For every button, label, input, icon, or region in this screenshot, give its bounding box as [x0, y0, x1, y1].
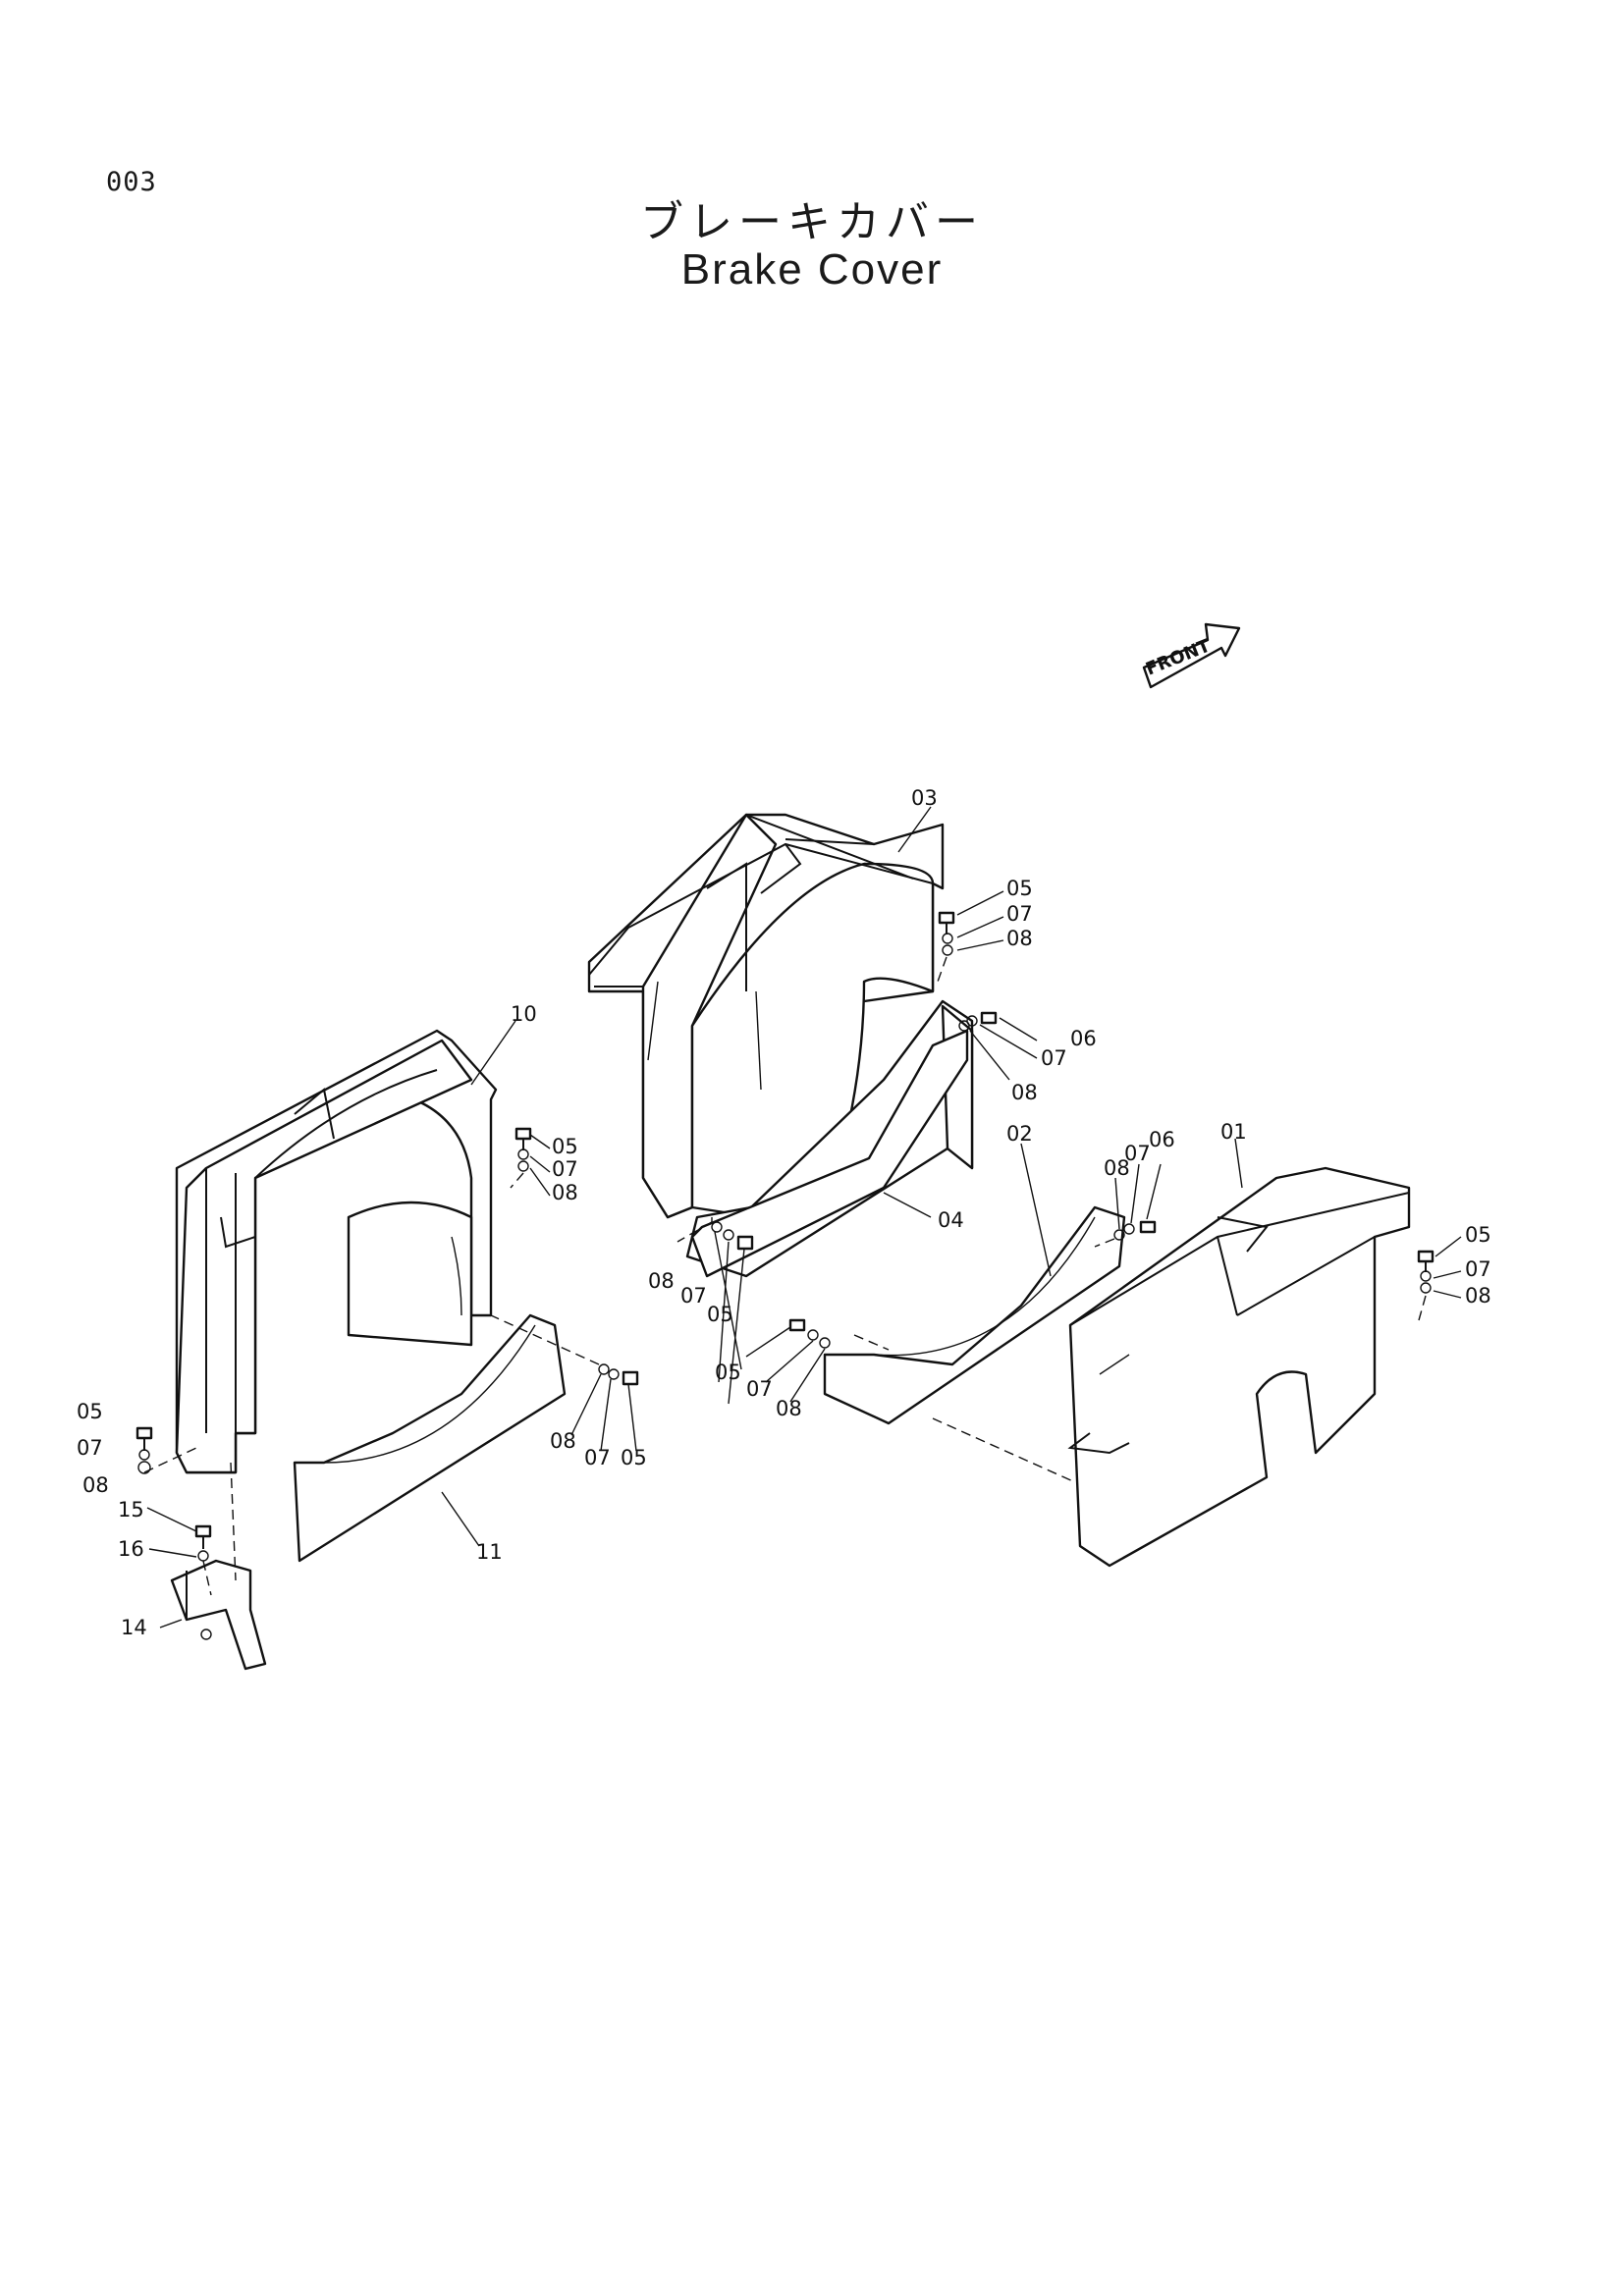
- washer-icon: [723, 1229, 734, 1241]
- label-part-01: 01: [1220, 1120, 1247, 1144]
- washer-icon: [197, 1550, 209, 1562]
- page-number: 003: [106, 167, 157, 197]
- label-08: 08: [648, 1269, 675, 1293]
- label-part-11: 11: [476, 1540, 503, 1564]
- label-07: 07: [584, 1446, 611, 1469]
- washer-icon: [966, 1015, 978, 1027]
- part-03-cover: [587, 813, 974, 1278]
- label-08: 08: [552, 1181, 578, 1204]
- label-07: 07: [1124, 1142, 1151, 1165]
- label-part-04: 04: [938, 1208, 964, 1232]
- title-english: Brake Cover: [680, 245, 944, 294]
- part-number-labels: 03 05 07 08 06 07 08 10 05 07 08 01 08 0…: [77, 786, 1491, 1639]
- washer-icon: [598, 1363, 610, 1375]
- bolt-icon: [938, 911, 955, 934]
- label-05: 05: [715, 1361, 741, 1384]
- label-07: 07: [1465, 1257, 1491, 1281]
- bolt-icon: [622, 1370, 639, 1386]
- label-05: 05: [1006, 877, 1033, 900]
- front-arrow-icon: FRONT: [1142, 622, 1241, 689]
- label-part-10: 10: [511, 1002, 537, 1026]
- label-05: 05: [707, 1303, 733, 1326]
- washer-icon: [807, 1329, 819, 1341]
- fastener-icons: [135, 911, 1435, 1562]
- washer-icon: [711, 1221, 723, 1233]
- bolt-icon: [1417, 1250, 1435, 1272]
- bolt-icon: [788, 1318, 806, 1332]
- washer-icon: [138, 1449, 150, 1461]
- label-05: 05: [621, 1446, 647, 1469]
- bolt-icon: [135, 1426, 153, 1451]
- washer-icon: [942, 933, 953, 944]
- label-08: 08: [776, 1397, 802, 1420]
- washer-icon: [517, 1148, 529, 1160]
- washer-icon: [942, 944, 953, 956]
- label-part-15: 15: [118, 1498, 144, 1522]
- washer-icon: [1123, 1223, 1135, 1235]
- label-08: 08: [1104, 1156, 1130, 1180]
- label-05: 05: [552, 1135, 578, 1158]
- label-07: 07: [1041, 1046, 1067, 1070]
- label-part-14: 14: [121, 1616, 147, 1639]
- washer-icon: [958, 1020, 970, 1032]
- washer-icon: [1420, 1270, 1432, 1282]
- label-08: 08: [550, 1429, 576, 1453]
- bolt-icon: [980, 1011, 998, 1025]
- washer-icon: [1420, 1282, 1432, 1294]
- part-14-bracket: [170, 1559, 267, 1671]
- bolt-icon: [1139, 1220, 1157, 1234]
- label-06: 06: [1070, 1027, 1097, 1050]
- washer-icon: [137, 1461, 151, 1474]
- label-08: 08: [82, 1473, 109, 1497]
- label-07: 07: [680, 1284, 707, 1308]
- bolt-icon: [736, 1235, 754, 1251]
- leader-lines: [146, 806, 1462, 1629]
- label-07: 07: [746, 1377, 773, 1401]
- label-05: 05: [77, 1400, 103, 1423]
- label-07: 07: [77, 1436, 103, 1460]
- bolt-icon: [514, 1127, 532, 1150]
- washer-icon: [1113, 1229, 1125, 1241]
- bolt-icon: [194, 1524, 212, 1549]
- washer-icon: [517, 1160, 529, 1172]
- part-01-cover: [1067, 1166, 1411, 1568]
- label-08: 08: [1465, 1284, 1491, 1308]
- label-05: 05: [1465, 1223, 1491, 1247]
- title-japanese: ブレーキカバー: [640, 197, 984, 247]
- washer-icon: [819, 1337, 831, 1349]
- label-part-16: 16: [118, 1537, 144, 1561]
- washer-icon: [608, 1368, 620, 1380]
- part-02-plate: [823, 1205, 1126, 1425]
- part-10-cover: [175, 1029, 498, 1474]
- label-part-03: 03: [911, 786, 938, 810]
- part-11-plate: [293, 1313, 567, 1563]
- label-07: 07: [552, 1157, 578, 1181]
- label-07: 07: [1006, 902, 1033, 926]
- label-08: 08: [1006, 927, 1033, 950]
- label-06: 06: [1149, 1128, 1175, 1151]
- label-08: 08: [1011, 1081, 1038, 1104]
- front-label: FRONT: [1143, 635, 1214, 680]
- part-04-plate: [690, 1029, 969, 1278]
- assembly-lines: [143, 956, 1427, 1596]
- label-part-02: 02: [1006, 1122, 1033, 1146]
